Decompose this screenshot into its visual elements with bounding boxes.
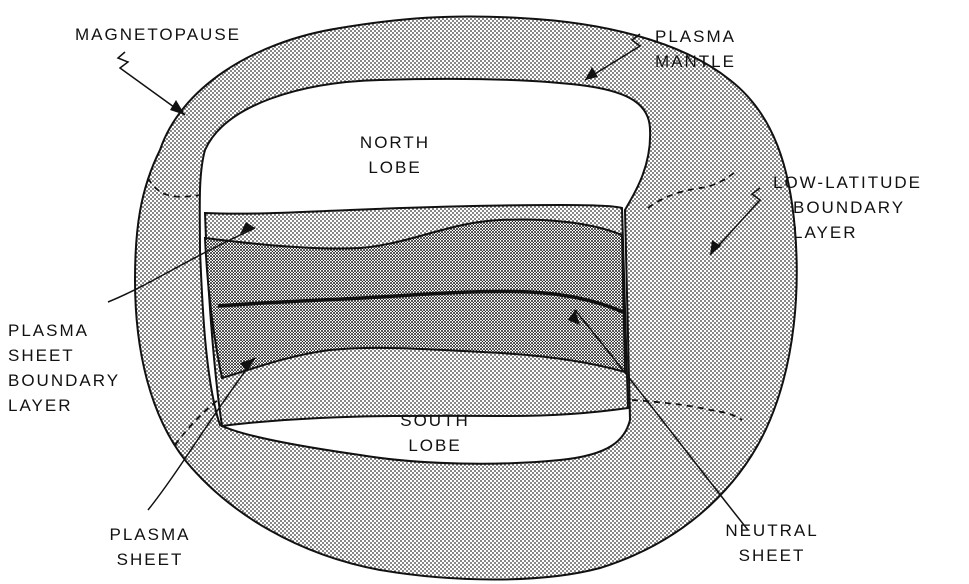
plasma-sheet-label-line-2: SHEET: [95, 547, 205, 572]
llbl-label-line-2: BOUNDARY: [773, 195, 922, 220]
plasma-mantle-label-line-2: MANTLE: [655, 49, 736, 74]
south-lobe-label: SOUTH LOBE: [380, 408, 490, 458]
south-lobe-label-line-2: LOBE: [380, 433, 490, 458]
south-lobe-label-line-1: SOUTH: [380, 408, 490, 433]
llbl-label-line-1: LOW-LATITUDE: [773, 170, 922, 195]
psbl-label-line-1: PLASMA: [8, 318, 120, 343]
psbl-label-line-2: SHEET: [8, 343, 120, 368]
plasma-mantle-label-line-1: PLASMA: [655, 24, 736, 49]
neutral-sheet-label-line-2: SHEET: [712, 543, 832, 568]
plasma-sheet-label: PLASMA SHEET: [95, 522, 205, 572]
neutral-sheet-label: NEUTRAL SHEET: [712, 518, 832, 568]
plasma-mantle-label: PLASMA MANTLE: [655, 24, 736, 74]
north-lobe-label-line-1: NORTH: [340, 130, 450, 155]
neutral-sheet-label-line-1: NEUTRAL: [712, 518, 832, 543]
north-lobe-label-line-2: LOBE: [340, 155, 450, 180]
llbl-label-line-3: LAYER: [773, 220, 922, 245]
low-latitude-boundary-layer-label: LOW-LATITUDE BOUNDARY LAYER: [773, 170, 922, 245]
north-lobe-label: NORTH LOBE: [340, 130, 450, 180]
psbl-label-line-3: BOUNDARY: [8, 368, 120, 393]
psbl-label-line-4: LAYER: [8, 393, 120, 418]
magnetopause-label: MAGNETOPAUSE: [75, 22, 241, 47]
plasma-sheet-label-line-1: PLASMA: [95, 522, 205, 547]
plasma-sheet-boundary-layer-label: PLASMA SHEET BOUNDARY LAYER: [8, 318, 120, 418]
